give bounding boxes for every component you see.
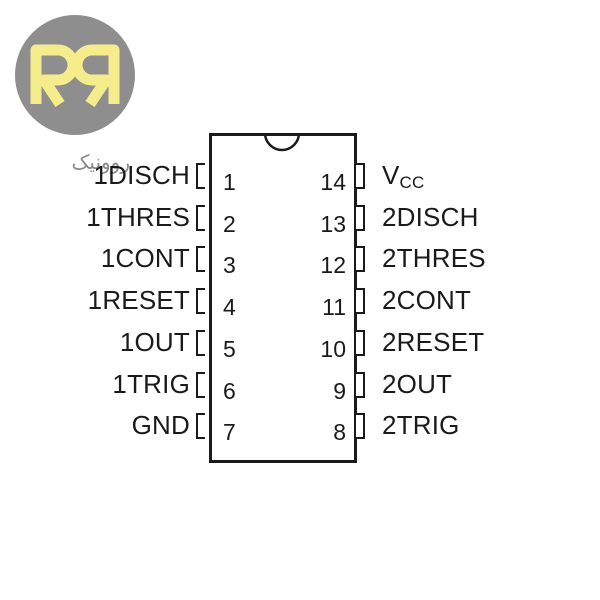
pin-number: 11	[322, 294, 346, 320]
pin-number: 1	[223, 169, 236, 195]
pin-number: 14	[320, 169, 346, 195]
pin-label-subscript: CC	[399, 173, 425, 192]
pin-right-12	[356, 246, 365, 272]
pin-label: 2THRES	[382, 243, 486, 273]
pin1-notch	[263, 133, 301, 152]
pin-label: 2CONT	[382, 285, 472, 315]
pin-left-6	[196, 372, 205, 398]
pin-label: 2RESET	[382, 327, 485, 357]
pin-number: 9	[333, 378, 346, 404]
pin-number: 10	[320, 336, 346, 362]
pin-number: 4	[223, 294, 236, 320]
pin-label: 1THRES	[86, 202, 190, 232]
pin-label-main: V	[382, 160, 400, 190]
pin-left-5	[196, 330, 205, 356]
pin-label: 1DISCH	[93, 160, 190, 190]
pin-number: 2	[223, 211, 236, 237]
pin-right-10	[356, 330, 365, 356]
pin-label: 2DISCH	[382, 202, 479, 232]
pin-label: 1OUT	[119, 327, 190, 357]
pin-number: 8	[333, 419, 346, 445]
pin-label: 1CONT	[100, 243, 190, 273]
pin-right-9	[356, 372, 365, 398]
pin-label: 2OUT	[382, 369, 453, 399]
pin-number: 3	[223, 252, 236, 278]
pin-number: 7	[223, 419, 236, 445]
pin-number: 5	[223, 336, 236, 362]
pin-label: 1TRIG	[112, 369, 190, 399]
pin-label: 1RESET	[87, 285, 190, 315]
pin-number: 13	[320, 211, 346, 237]
brand-logo-icon	[15, 15, 135, 135]
pin-number: 12	[320, 252, 346, 278]
pin-right-8	[356, 413, 365, 439]
pin-left-1	[196, 163, 205, 189]
brand-name: روونیک	[71, 150, 130, 174]
pin-number: 6	[223, 378, 236, 404]
pin-left-2	[196, 205, 205, 231]
pin-left-3	[196, 246, 205, 272]
pin-label-vcc: VCC	[382, 160, 425, 198]
pin-label: GND	[131, 410, 190, 440]
pin-label: 2TRIG	[382, 410, 460, 440]
ic-package-body	[209, 133, 357, 463]
pin-right-13	[356, 205, 365, 231]
pin-right-11	[356, 288, 365, 314]
pin-left-7	[196, 413, 205, 439]
pin-left-4	[196, 288, 205, 314]
pin-right-14	[356, 163, 365, 189]
